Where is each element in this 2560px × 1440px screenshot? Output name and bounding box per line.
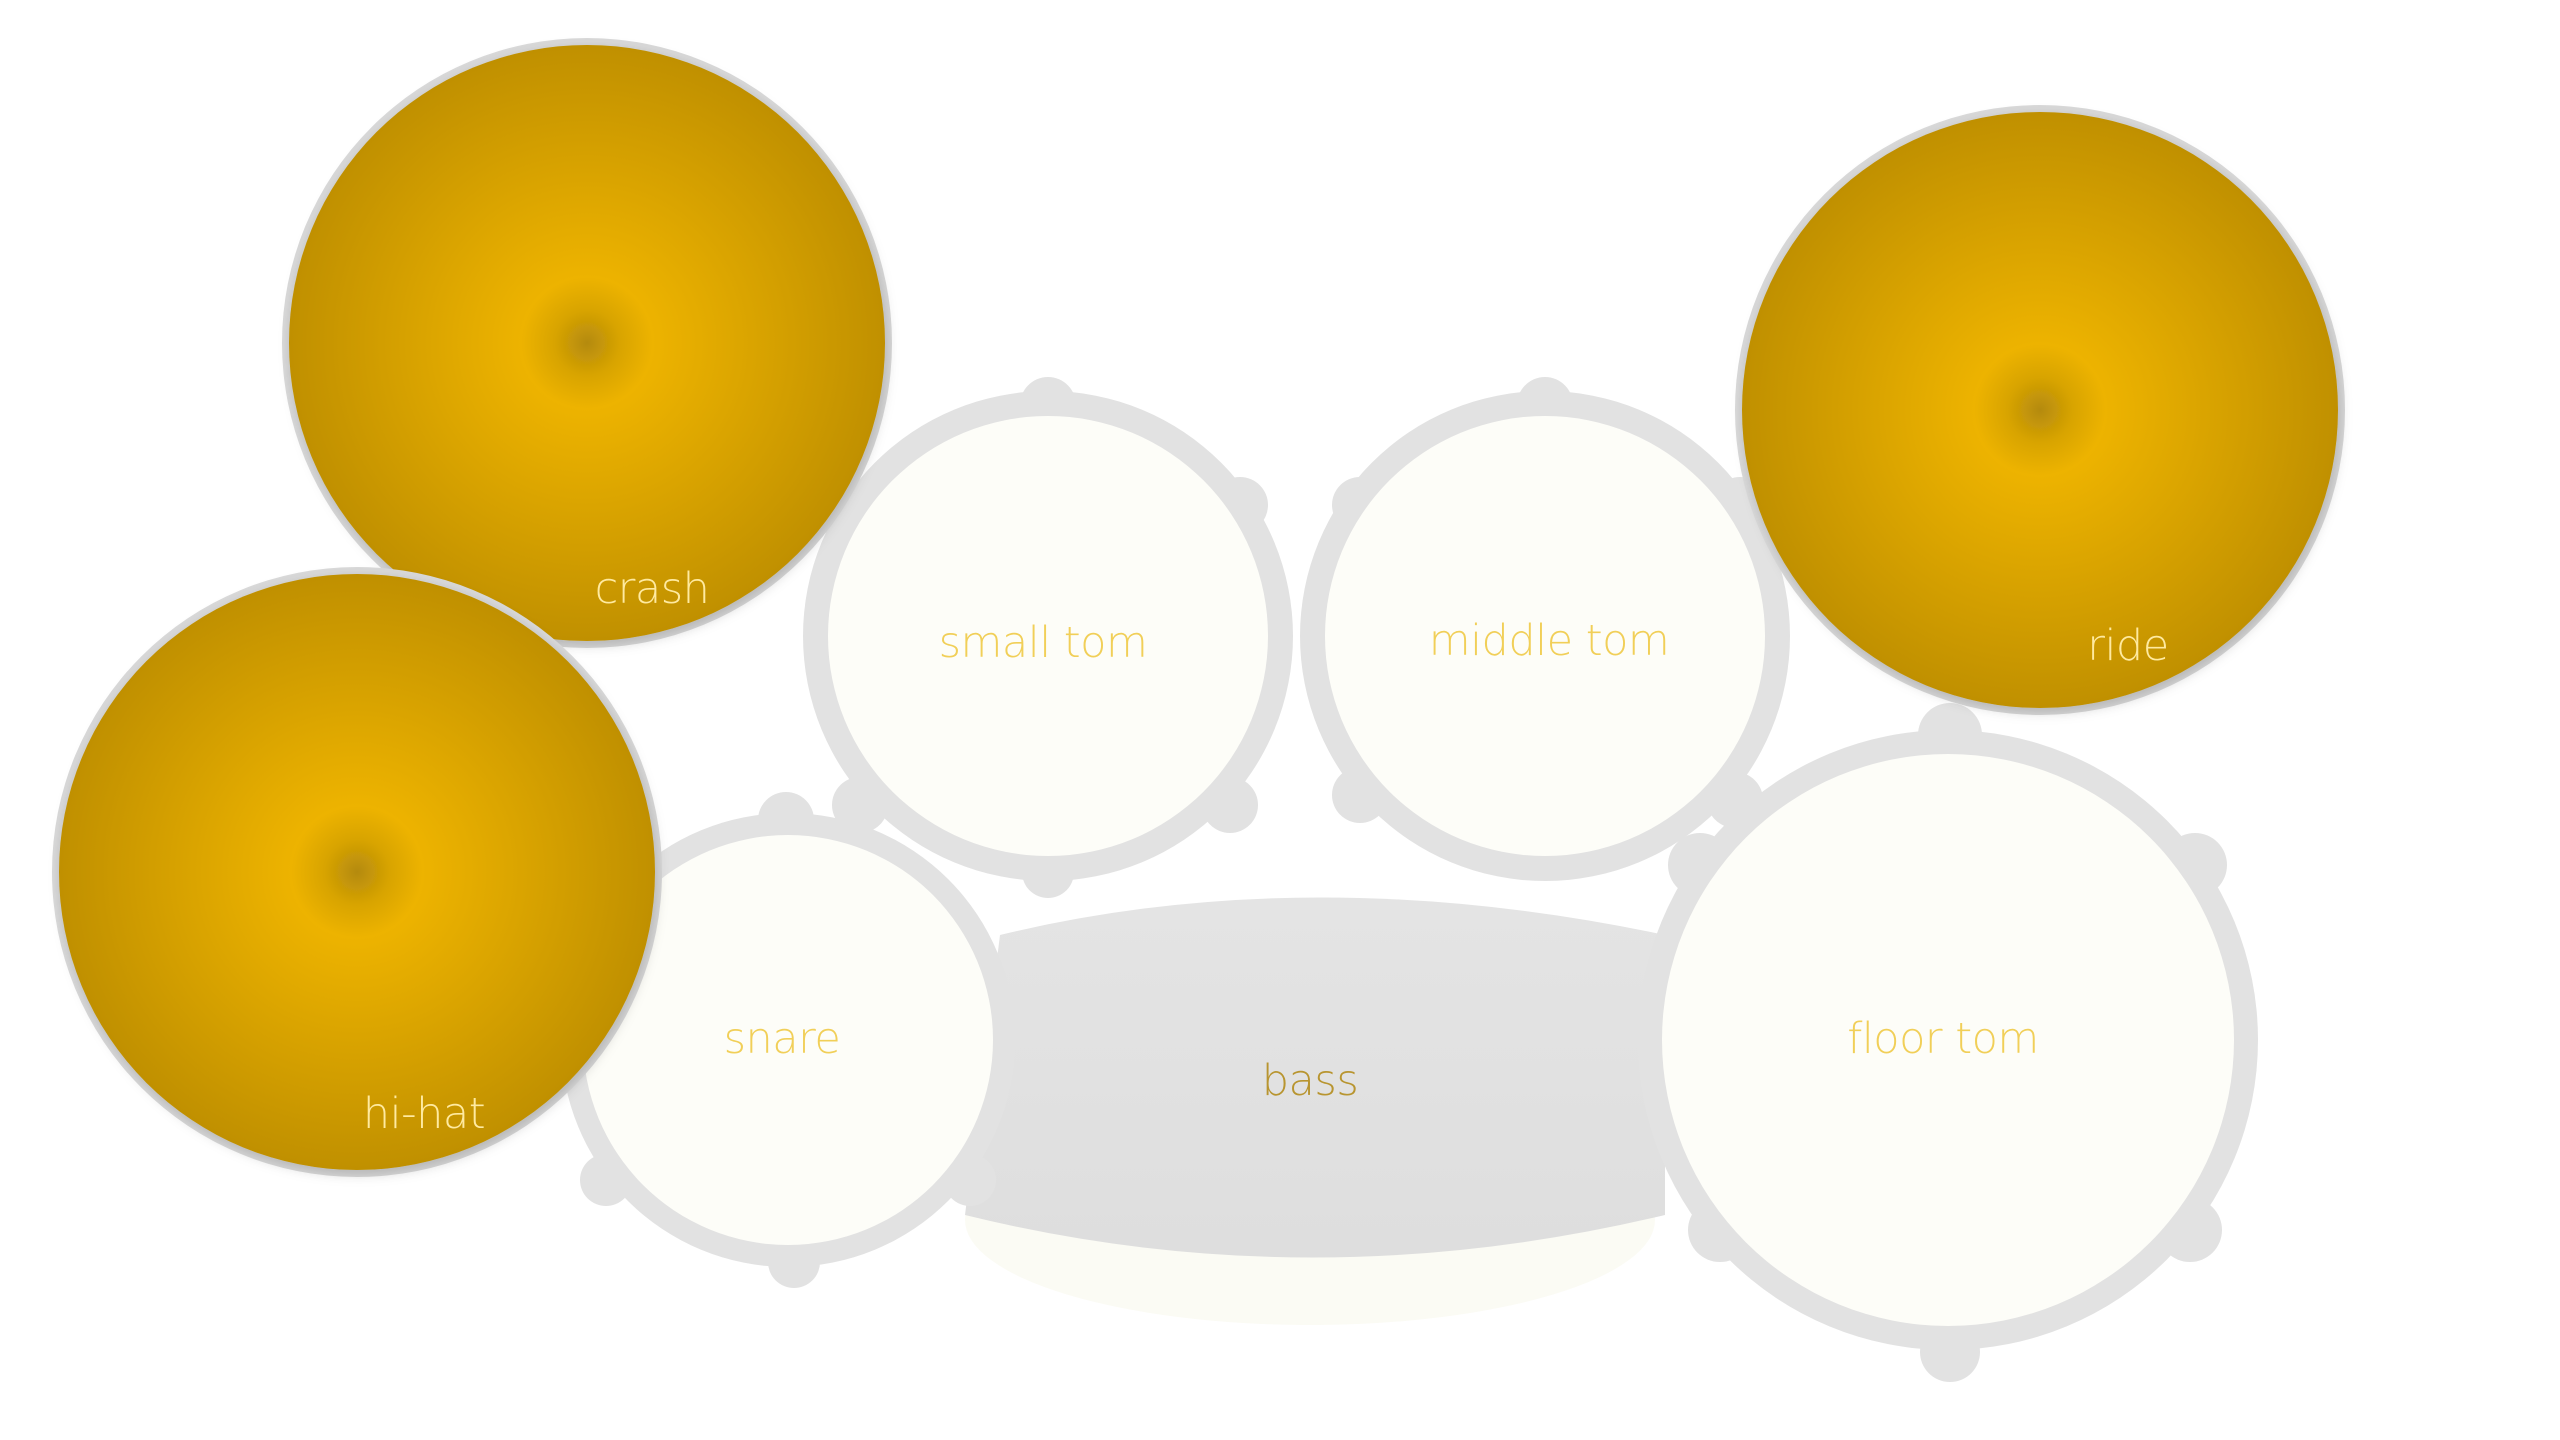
snare-drum[interactable]: snare (561, 792, 1015, 1288)
hihat-label: hi-hat (363, 1089, 485, 1139)
ride-label: ride (2087, 621, 2168, 671)
ride-cymbal[interactable]: ride (1735, 105, 2345, 715)
ride-cymbal-surface (1742, 112, 2338, 708)
snare-label: snare (724, 1014, 841, 1064)
hihat-cymbal[interactable]: hi-hat (52, 567, 662, 1177)
floor-tom-drum[interactable]: floor tom (1638, 703, 2258, 1382)
middle-tom-label: middle tom (1429, 616, 1670, 666)
small-tom-head (828, 416, 1268, 856)
small-tom-drum[interactable]: small tom (803, 377, 1293, 898)
crash-label: crash (595, 564, 710, 614)
bass-drum-body (965, 897, 1665, 1258)
bass-label: bass (1262, 1056, 1358, 1106)
floor-tom-label: floor tom (1847, 1014, 2039, 1064)
crash-cymbal[interactable]: crash (282, 38, 892, 648)
hihat-cymbal-surface (59, 574, 655, 1170)
middle-tom-drum[interactable]: middle tom (1300, 377, 1790, 881)
floor-tom-head (1662, 754, 2234, 1326)
middle-tom-head (1325, 416, 1765, 856)
snare-head (583, 835, 993, 1245)
bass-drum[interactable]: bass (965, 897, 1665, 1326)
crash-cymbal-surface (289, 45, 885, 641)
small-tom-label: small tom (939, 618, 1148, 668)
